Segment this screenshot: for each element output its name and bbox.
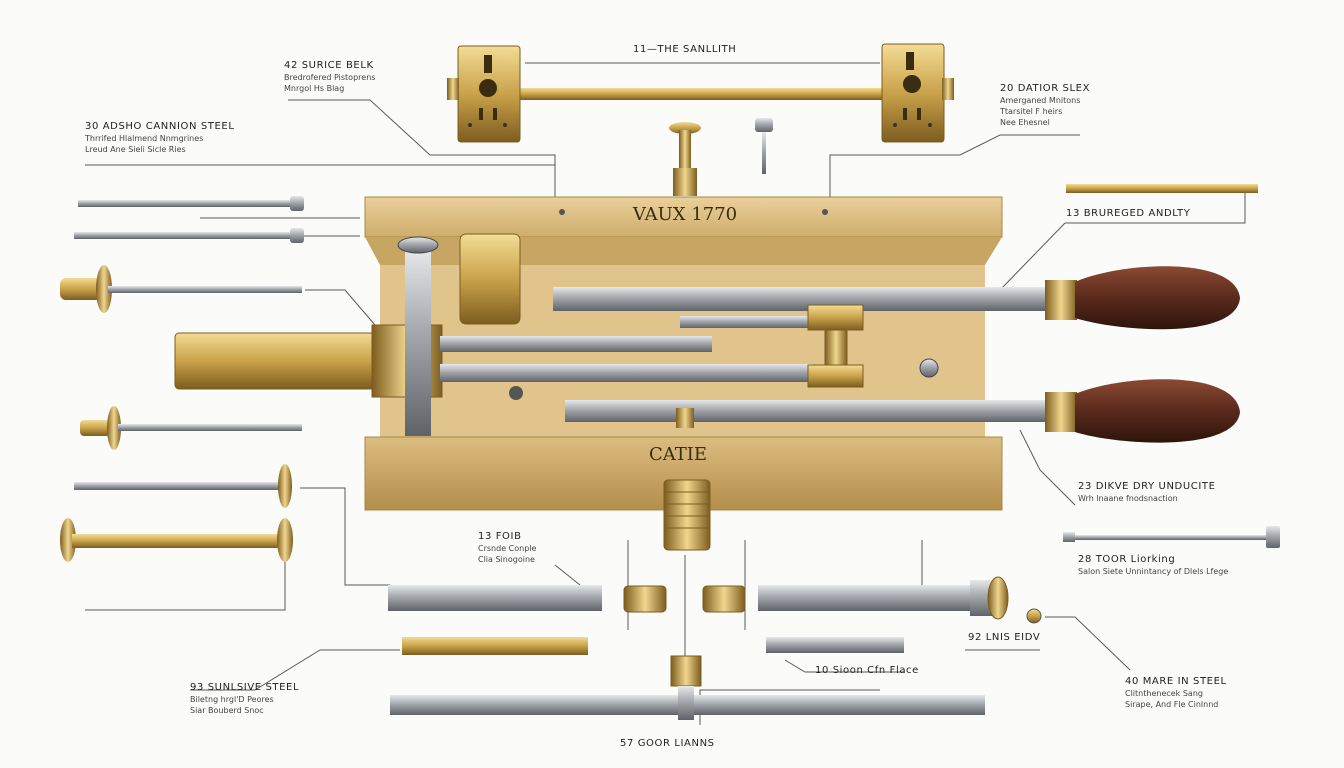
- label-title: 10 Sioon Cfn Flace: [815, 665, 919, 676]
- label-top-left-1: 42 SURICE BELK Bredrofered Pistoprens Mn…: [284, 59, 375, 94]
- brass-knob: [669, 122, 701, 196]
- label-center-2: 10 Sioon Cfn Flace: [815, 664, 919, 677]
- top-bar-assembly: [447, 43, 954, 196]
- steel-pin: [755, 118, 773, 174]
- label-left-1: 30 ADSHO CANNION STEEL Thrrifed Hlalmend…: [85, 120, 235, 155]
- left-rod-1: [78, 196, 304, 211]
- left-clamp-block: [447, 45, 521, 143]
- leader-line: [85, 540, 286, 611]
- label-line: Biletng hrgl'D Peores: [190, 695, 274, 704]
- brass-bar: [402, 637, 588, 655]
- label-title: 42 SURICE BELK: [284, 60, 374, 71]
- label-line: Lreud Ane Sieli Sicle Ries: [85, 145, 186, 154]
- label-line: Sirape, And Fle Cinlnnd: [1125, 700, 1219, 709]
- leader-line: [554, 564, 581, 586]
- label-title: 93 SUNLSIVE STEEL: [190, 682, 300, 693]
- label-title: 30 ADSHO CANNION STEEL: [85, 121, 235, 132]
- leader-line: [1019, 429, 1076, 506]
- mechanism: [174, 233, 1240, 551]
- t-handle-rod: [390, 655, 985, 720]
- leader-lines: [85, 62, 1246, 725]
- label-title: 23 DIKVE DRY UNDUCITE: [1078, 481, 1216, 492]
- leader-line: [305, 289, 376, 326]
- label-line: Salon Siete Unnintancy of Dlels Lfege: [1078, 567, 1229, 576]
- label-line: Clitnthenecek Sang: [1125, 689, 1203, 698]
- label-line: Nee Ehesnel: [1000, 118, 1050, 127]
- label-line: Bredrofered Pistoprens: [284, 73, 376, 82]
- label-line: Ttarsitel F heirs: [1000, 107, 1063, 116]
- label-right-4: 92 LNIS EIDV: [968, 631, 1040, 644]
- left-rod-3: [60, 265, 302, 313]
- label-title: 57 GOOR LIANNS: [620, 738, 715, 749]
- leader-line: [288, 99, 556, 212]
- label-top-right-1: 20 DATIOR SLEX Amerganed Mnitons Ttarsit…: [1000, 82, 1090, 128]
- small-nut: [1026, 608, 1042, 624]
- left-rod-6: [60, 518, 293, 562]
- brass-coupling-left: [623, 585, 667, 613]
- label-right-5: 40 MARE IN STEEL Clitnthenecek Sang Sira…: [1125, 675, 1227, 710]
- threaded-fitting: [663, 479, 711, 551]
- label-top-center: 11—THE SANLLITH: [633, 43, 736, 56]
- brass-rod: [1066, 184, 1258, 193]
- label-right-1: 13 BRUREGED ANDLTY: [1066, 207, 1190, 220]
- label-title: 20 DATIOR SLEX: [1000, 83, 1091, 94]
- left-rod-5: [74, 464, 292, 508]
- left-rod-4: [80, 406, 302, 450]
- engraving-front: CATIE: [649, 444, 707, 465]
- label-line: Wrh lnaane fnodsnaction: [1078, 494, 1178, 503]
- steel-bar: [766, 637, 904, 653]
- label-title: 40 MARE IN STEEL: [1125, 676, 1227, 687]
- label-line: Clia Sinogoine: [478, 555, 535, 564]
- label-title: 13 FOIB: [478, 531, 522, 542]
- label-title: 13 BRUREGED ANDLTY: [1066, 208, 1191, 219]
- label-line: Thrrifed Hlalmend Nnmgrines: [85, 134, 204, 143]
- label-line: Mnrgol Hs Blag: [284, 84, 345, 93]
- leader-line: [1045, 616, 1131, 671]
- right-clamp-block: [881, 43, 954, 143]
- right-parts: [1026, 184, 1280, 624]
- engraving-top: VAUX 1770: [632, 204, 737, 225]
- leader-line: [999, 222, 1066, 291]
- left-rod-2: [74, 228, 304, 243]
- wooden-handle-upper: [1045, 266, 1240, 330]
- label-right-2: 23 DIKVE DRY UNDUCITE Wrh lnaane fnodsna…: [1078, 480, 1216, 504]
- label-line: Crsnde Conple: [478, 544, 537, 553]
- steel-tube-left: [388, 585, 602, 611]
- leader-line: [784, 659, 905, 673]
- brass-coupling-right: [702, 585, 746, 613]
- steel-probe: [1063, 526, 1280, 548]
- label-bottom-left: 93 SUNLSIVE STEEL Biletng hrgl'D Peores …: [190, 681, 299, 716]
- wooden-handle-lower: [1045, 379, 1240, 443]
- label-title: 28 TOOR Liorking: [1078, 554, 1176, 565]
- leader-line: [190, 649, 400, 691]
- leader-line: [1065, 193, 1246, 224]
- label-title: 11—THE SANLLITH: [633, 44, 737, 55]
- label-line: Amerganed Mnitons: [1000, 96, 1081, 105]
- label-title: 92 LNIS EIDV: [968, 632, 1041, 643]
- label-bottom-center: 57 GOOR LIANNS: [620, 737, 715, 750]
- steel-tube-right: [758, 576, 1009, 620]
- label-right-3: 28 TOOR Liorking Salon Siete Unnintancy …: [1078, 553, 1228, 577]
- bottom-parts: [388, 576, 1009, 720]
- leader-line: [300, 487, 390, 586]
- label-center-1: 13 FOIB Crsnde Conple Clia Sinogoine: [478, 530, 536, 565]
- leader-line: [829, 134, 1080, 212]
- label-line: Siar Bouberd Snoc: [190, 706, 264, 715]
- left-parts: [60, 196, 304, 562]
